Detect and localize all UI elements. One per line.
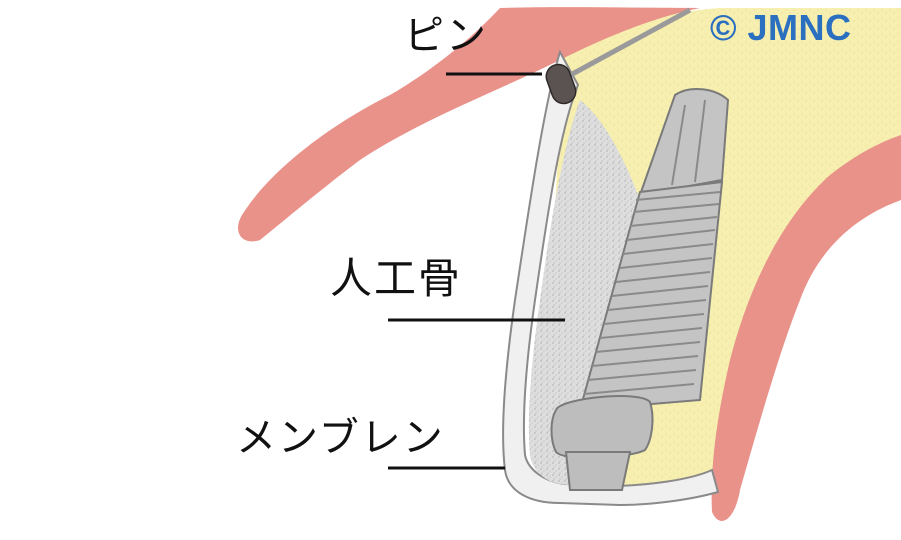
membrane-label: メンブレン [236,415,445,461]
membrane [502,49,720,507]
implant-collar [550,395,654,459]
lower-gum [711,135,901,521]
pin-label: ピン [404,13,488,59]
pin-head [545,63,577,105]
artificial-bone-label: 人工骨 [330,254,463,303]
upper-gum [238,7,701,242]
implant-neck [564,451,632,491]
implant-threads [583,191,721,395]
copyright-notice: © JMNC [710,7,852,48]
fixation-pin [545,7,692,105]
implant-apex [638,88,730,197]
pin-shaft [563,7,692,81]
bone-graft [528,100,640,486]
dental-implant [550,88,730,491]
